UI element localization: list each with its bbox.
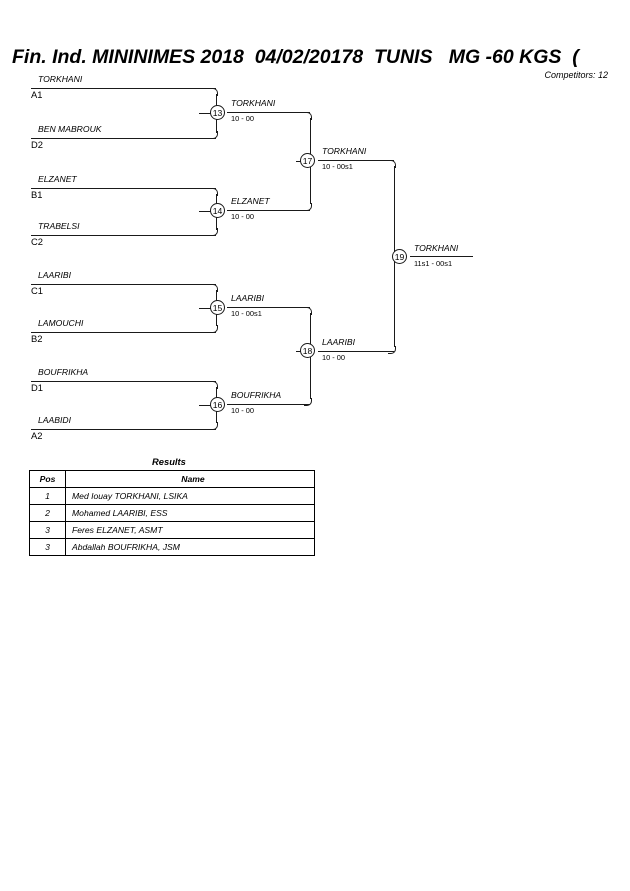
competitor-name: BOUFRIKHA	[38, 367, 89, 377]
match-bubble-17[interactable]: 17	[300, 153, 315, 168]
bracket-elbow	[304, 398, 312, 406]
competitor-line	[31, 284, 216, 285]
winner-line	[227, 307, 310, 308]
bracket-elbow	[304, 203, 312, 211]
page-title: Fin. Ind. MININIMES 2018 04/02/20178 TUN…	[12, 46, 579, 68]
bracket-elbow	[210, 325, 218, 333]
competitor-name: LAARIBI	[38, 270, 71, 280]
match-winner-name: LAARIBI	[322, 337, 355, 347]
champion-name: TORKHANI	[414, 243, 459, 253]
competitor-seed: B2	[31, 333, 43, 344]
bracket-elbow	[304, 307, 312, 315]
result-position: 2	[29, 504, 66, 522]
table-header-row: Pos Name	[29, 470, 315, 488]
result-name: Mohamed LAARIBI, ESS	[65, 504, 315, 522]
competitor-name: LAMOUCHI	[38, 318, 84, 328]
match-winner-name: TORKHANI	[231, 98, 276, 108]
winner-line	[318, 351, 394, 352]
competitor-name: ELZANET	[38, 174, 77, 184]
match-winner-name: LAARIBI	[231, 293, 264, 303]
match-winner-name: TORKHANI	[322, 146, 367, 156]
competitor-seed: A1	[31, 89, 43, 100]
bracket-connector	[199, 211, 211, 212]
bracket-elbow	[210, 88, 218, 96]
bracket-elbow	[210, 228, 218, 236]
match-winner-name: BOUFRIKHA	[231, 390, 282, 400]
result-position: 3	[29, 521, 66, 539]
result-position: 3	[29, 538, 66, 556]
competitor-seed: D2	[31, 139, 43, 150]
bracket-elbow	[210, 381, 218, 389]
table-row: 1 Med Iouay TORKHANI, LSIKA	[29, 487, 315, 505]
match-bubble-14[interactable]: 14	[210, 203, 225, 218]
bracket-elbow	[210, 131, 218, 139]
result-name: Abdallah BOUFRIKHA, JSM	[65, 538, 315, 556]
competitor-name: TRABELSI	[38, 221, 80, 231]
table-row: 2 Mohamed LAARIBI, ESS	[29, 504, 315, 522]
competitor-seed: C2	[31, 236, 43, 247]
competitors-count: Competitors: 12	[544, 70, 608, 80]
column-header-pos: Pos	[29, 470, 66, 488]
winner-line	[318, 160, 394, 161]
competitor-line	[31, 88, 216, 89]
competitor-seed: D1	[31, 382, 43, 393]
match-score: 10 - 00	[231, 406, 255, 415]
bracket-elbow	[388, 160, 396, 168]
match-score: 10 - 00	[322, 353, 346, 362]
match-bubble-18[interactable]: 18	[300, 343, 315, 358]
winner-line	[227, 210, 310, 211]
competitor-seed: C1	[31, 285, 43, 296]
result-name: Feres ELZANET, ASMT	[65, 521, 315, 539]
competitor-line	[31, 429, 216, 430]
competitor-seed: B1	[31, 189, 43, 200]
competitor-name: BEN MABROUK	[38, 124, 102, 134]
match-score: 10 - 00s1	[231, 309, 262, 318]
match-bubble-16[interactable]: 16	[210, 397, 225, 412]
bracket-elbow	[388, 346, 396, 354]
table-row: 3 Abdallah BOUFRIKHA, JSM	[29, 538, 315, 556]
bracket-elbow	[210, 422, 218, 430]
match-winner-name: ELZANET	[231, 196, 270, 206]
bracket-elbow	[304, 112, 312, 120]
match-score: 10 - 00	[231, 114, 255, 123]
column-header-name: Name	[65, 470, 315, 488]
competitor-seed: A2	[31, 430, 43, 441]
competitor-name: TORKHANI	[38, 74, 83, 84]
bracket-connector	[199, 308, 211, 309]
match-bubble-15[interactable]: 15	[210, 300, 225, 315]
bracket-elbow	[210, 284, 218, 292]
table-row: 3 Feres ELZANET, ASMT	[29, 521, 315, 539]
results-table: Pos Name 1 Med Iouay TORKHANI, LSIKA 2 M…	[29, 470, 315, 556]
match-score: 11s1 - 00s1	[414, 259, 453, 268]
winner-line	[227, 404, 310, 405]
winner-line	[227, 112, 310, 113]
match-score: 10 - 00s1	[322, 162, 353, 171]
competitor-line	[31, 235, 216, 236]
bracket-connector	[199, 113, 211, 114]
competitor-line	[31, 138, 216, 139]
result-position: 1	[29, 487, 66, 505]
match-bubble-13[interactable]: 13	[210, 105, 225, 120]
competitor-name: LAABIDI	[38, 415, 71, 425]
match-score: 10 - 00	[231, 212, 255, 221]
competitor-line	[31, 381, 216, 382]
results-title: Results	[152, 456, 186, 467]
bracket-connector	[199, 405, 211, 406]
result-name: Med Iouay TORKHANI, LSIKA	[65, 487, 315, 505]
match-bubble-19[interactable]: 19	[392, 249, 407, 264]
champion-line	[410, 256, 473, 257]
bracket-elbow	[210, 188, 218, 196]
competitor-line	[31, 188, 216, 189]
competitor-line	[31, 332, 216, 333]
